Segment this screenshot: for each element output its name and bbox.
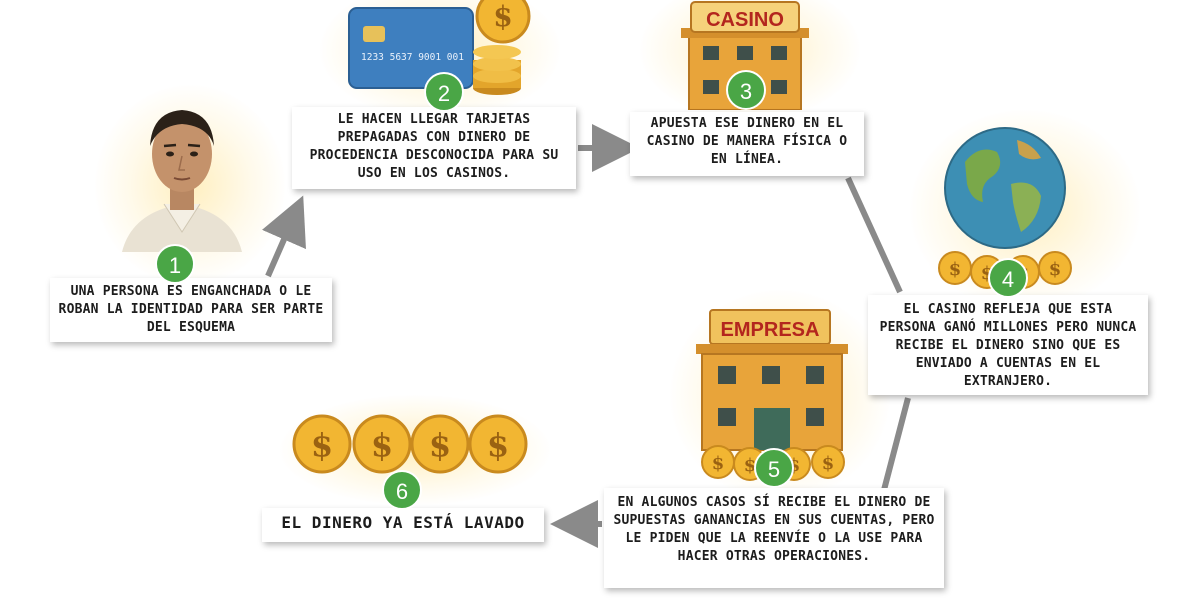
svg-text:$: $	[371, 426, 393, 464]
coin-symbol: $	[493, 0, 512, 33]
company-sign: EMPRESA	[721, 319, 820, 341]
step-5-text: EN ALGUNOS CASOS SÍ RECIBE EL DINERO DE …	[604, 488, 944, 588]
globe-illustration: $ $ $ $	[938, 127, 1072, 289]
svg-text:$: $	[949, 259, 962, 280]
step-6-text: EL DINERO YA ESTÁ LAVADO	[262, 508, 544, 542]
company-coins: $ $ $ $	[701, 445, 845, 481]
step-5-badge: 5	[754, 448, 794, 488]
arrow-3-to-4	[845, 176, 903, 294]
casino-sign: CASINO	[706, 9, 784, 31]
step-2-badge: 2	[424, 72, 464, 112]
svg-text:$: $	[487, 426, 509, 464]
step-3-badge: 3	[726, 70, 766, 110]
svg-text:$: $	[311, 426, 333, 464]
step-1-badge: 1	[155, 244, 195, 284]
step-4-text: EL CASINO REFLEJA QUE ESTA PERSONA GANÓ …	[868, 295, 1148, 395]
arrow-4-to-5	[881, 397, 911, 491]
company-illustration: EMPRESA $ $ $ $	[696, 309, 848, 481]
step-4-badge: 4	[988, 258, 1028, 298]
step-1-text: UNA PERSONA ES ENGANCHADA O LE ROBAN LA …	[50, 278, 332, 342]
arrow-1-to-2	[261, 195, 306, 278]
svg-text:$: $	[822, 453, 835, 474]
coins-illustration: $ $ $ $	[292, 414, 528, 474]
svg-text:$: $	[1049, 259, 1062, 280]
card-coins-illustration: 1233 5637 9001 001 $	[348, 0, 531, 95]
svg-text:$: $	[712, 453, 725, 474]
step-6-badge: 6	[382, 470, 422, 510]
svg-text:$: $	[744, 455, 757, 476]
person-illustration	[122, 110, 242, 252]
step-3-text: APUESTA ESE DINERO EN EL CASINO DE MANER…	[630, 112, 864, 176]
step-2-text: LE HACEN LLEGAR TARJETAS PREPAGADAS CON …	[292, 107, 576, 189]
svg-text:$: $	[429, 426, 451, 464]
card-number: 1233 5637 9001 001	[361, 52, 464, 63]
